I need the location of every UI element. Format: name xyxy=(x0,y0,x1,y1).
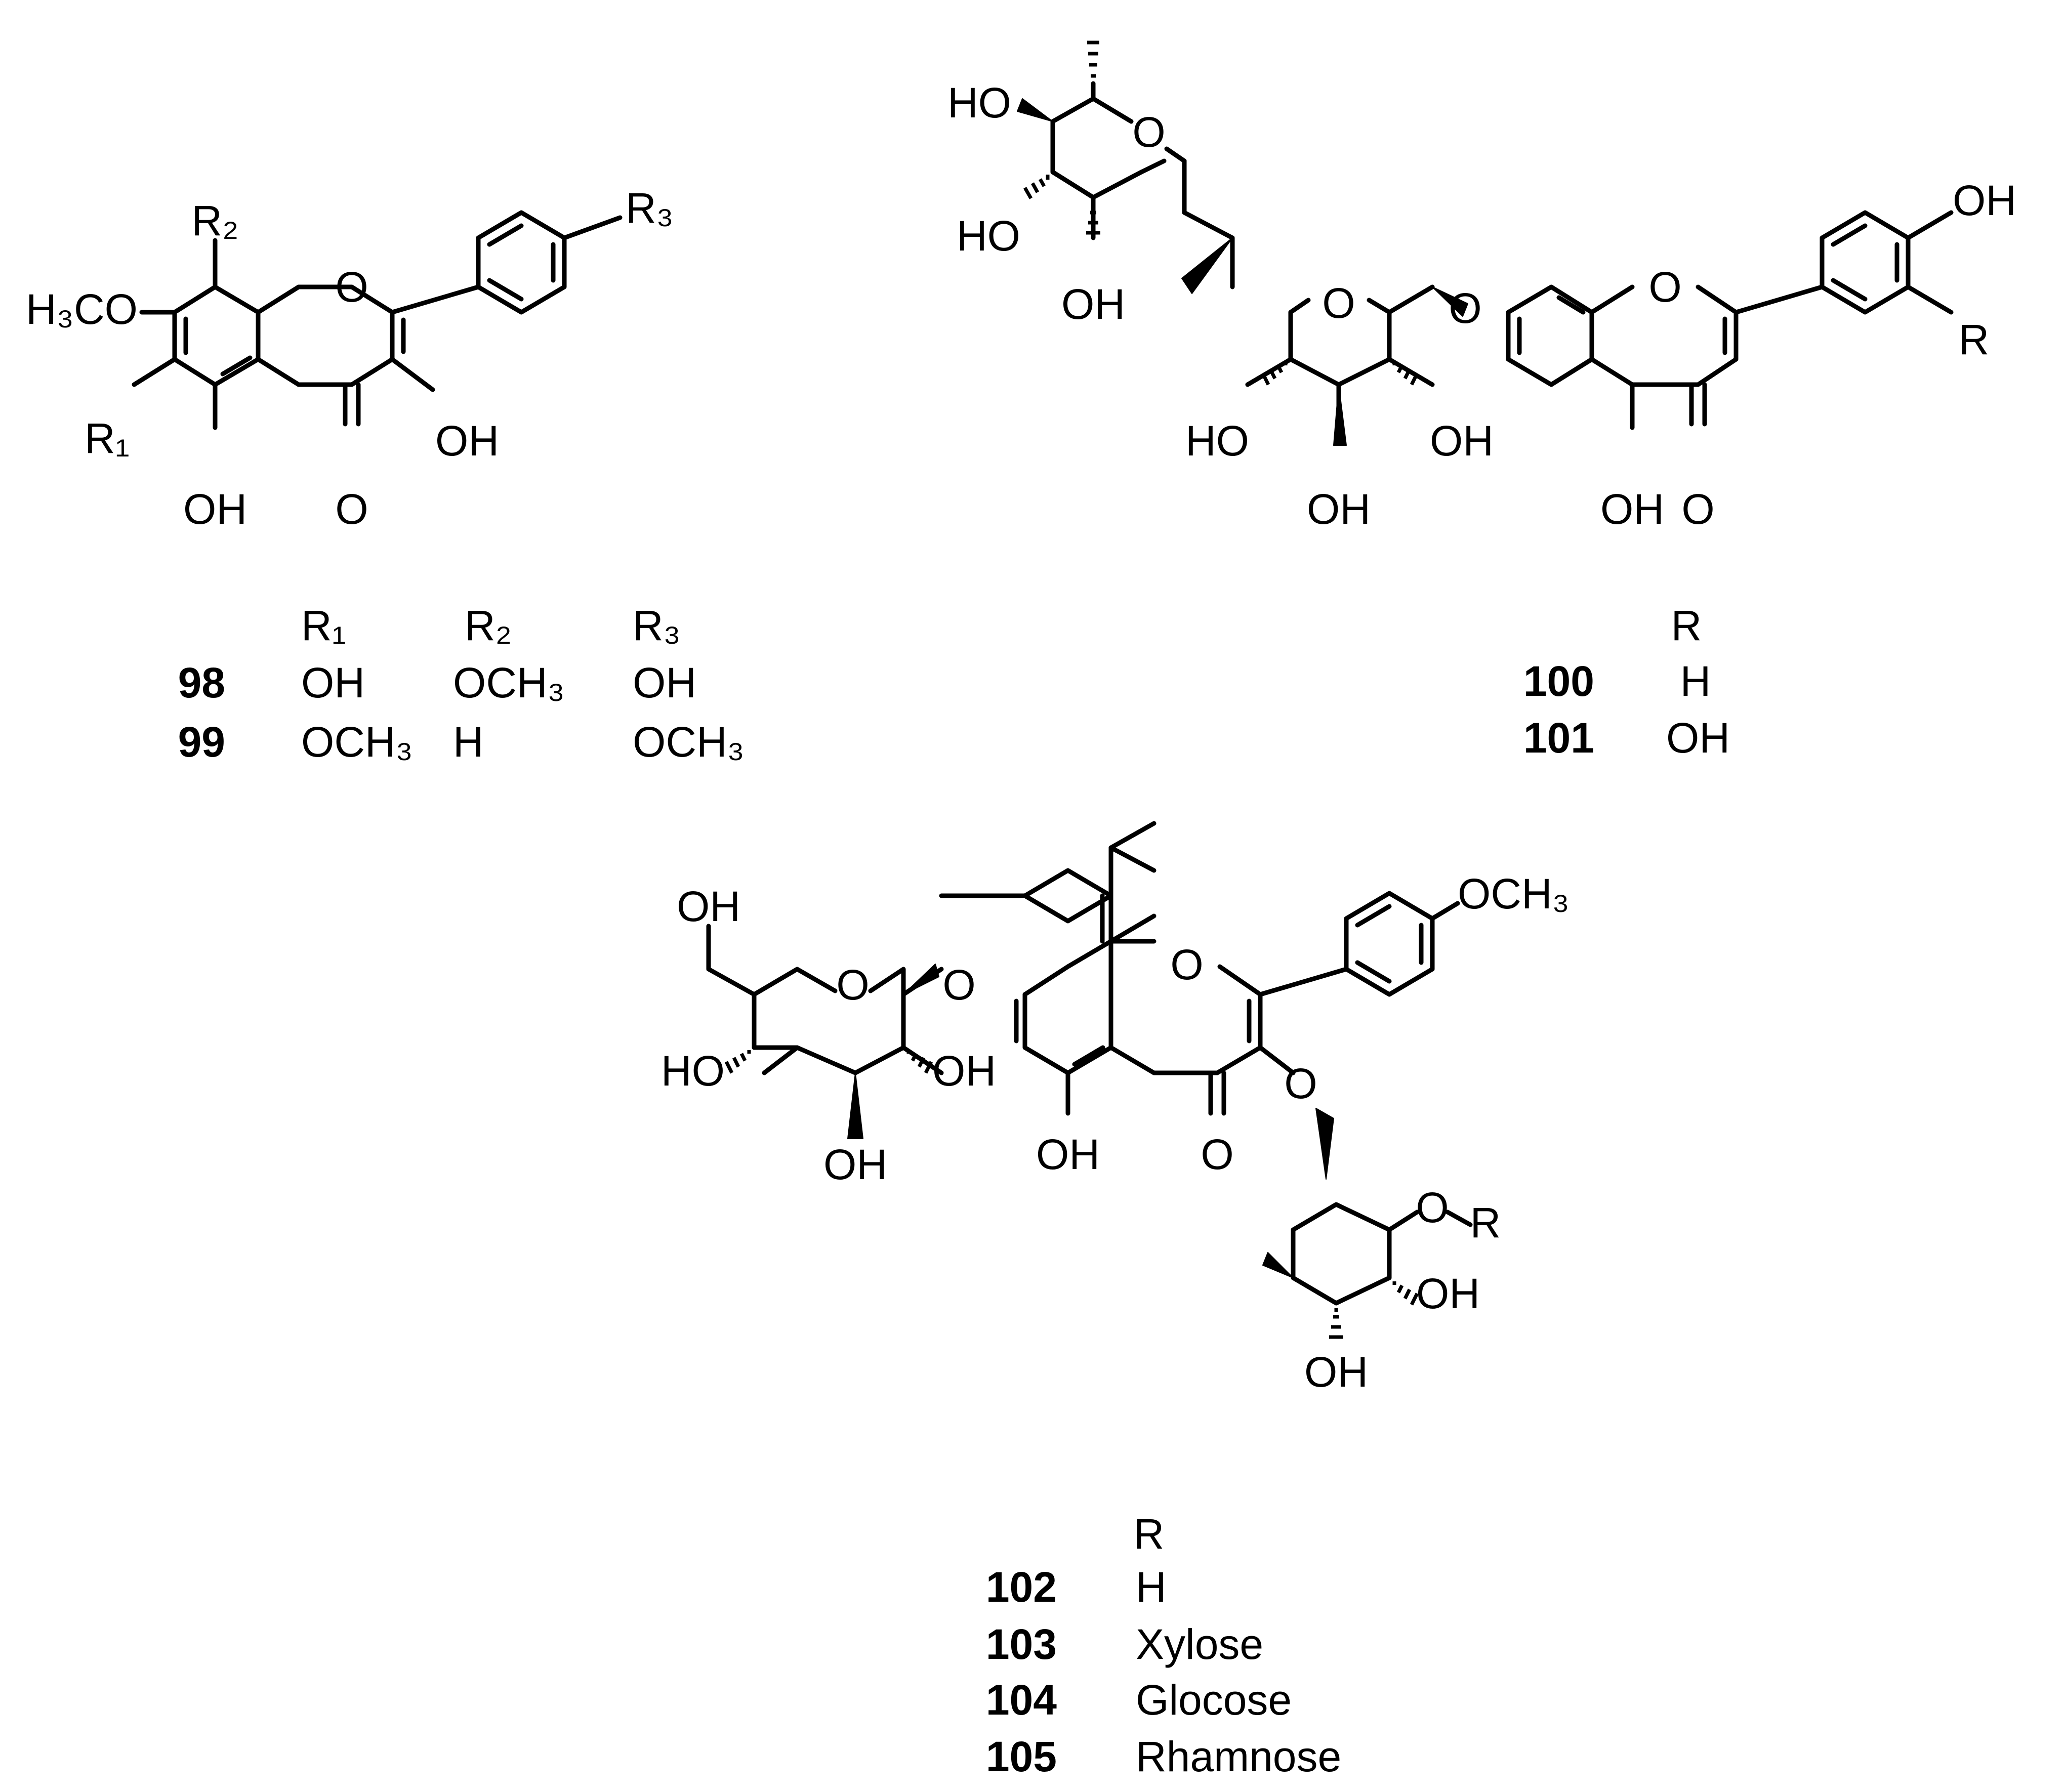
table-cell: Rhamnose xyxy=(1136,1733,1341,1780)
structure-102-105: OCH₃ OH O O O HO OH OH OH O O O R OH OH … xyxy=(661,821,1570,1780)
table-cell: Glocose xyxy=(1136,1676,1292,1724)
atom-label: OH xyxy=(1430,417,1494,465)
table-cell: OCH₃ xyxy=(301,718,413,766)
atom-label: HO xyxy=(1185,417,1249,465)
atom-label: O xyxy=(1648,263,1681,311)
table-header: R xyxy=(1671,602,1702,649)
table-header: R₂ xyxy=(465,602,512,649)
compound-number: 103 xyxy=(986,1620,1057,1668)
compound-number: 98 xyxy=(178,659,225,706)
stereo-bonds-102 xyxy=(724,964,1419,1339)
substituent-table-98-99: R₁ R₂ R₃ 98 OH OCH₃ OH 99 OCH₃ H OCH₃ xyxy=(178,602,745,766)
compound-number: 102 xyxy=(986,1563,1057,1611)
table-cell: Xylose xyxy=(1136,1620,1263,1668)
atom-label: O xyxy=(1284,1060,1317,1107)
atom-label: O xyxy=(1416,1184,1449,1231)
table-cell: OH xyxy=(301,659,365,706)
atom-label: R₂ xyxy=(191,197,238,244)
atom-label: OH xyxy=(932,1047,996,1095)
structure-98-99: R₂ O R₃ H₃CO OH R₁ OH O R₁ R₂ R₃ 98 OH O… xyxy=(26,184,745,766)
table-header: R₁ xyxy=(301,602,346,649)
atom-label: R₃ xyxy=(626,184,674,232)
stereo-bonds-100 xyxy=(1017,40,1468,446)
atom-label: R xyxy=(1959,316,1990,363)
atom-label: OH xyxy=(1953,177,2016,224)
atom-label: H₃CO xyxy=(26,285,138,333)
table-header: R₃ xyxy=(633,602,681,649)
atom-label: OH xyxy=(1307,485,1371,533)
atom-label: OH xyxy=(1061,280,1125,328)
compound-number: 101 xyxy=(1523,714,1594,762)
atom-label: OH xyxy=(1036,1131,1100,1178)
bonds-98 xyxy=(132,210,623,430)
table-cell: OH xyxy=(1666,714,1730,762)
atom-label: HO xyxy=(957,212,1020,260)
atom-label: O xyxy=(1322,279,1355,327)
table-cell: OCH₃ xyxy=(453,659,565,706)
table-cell: OH xyxy=(633,659,696,706)
compound-number: 99 xyxy=(178,718,225,766)
atom-label: O xyxy=(335,263,368,311)
atom-label: O xyxy=(836,961,869,1009)
bonds-102 xyxy=(706,821,1473,1306)
atom-label: OCH₃ xyxy=(1458,870,1570,918)
bonds-100 xyxy=(1050,81,1954,430)
atom-label: OH xyxy=(1416,1270,1480,1317)
table-cell: H xyxy=(453,718,484,766)
table-cell: H xyxy=(1680,657,1711,705)
atom-label: OH xyxy=(1600,485,1664,533)
atom-label: O xyxy=(942,961,975,1009)
atom-label: OH xyxy=(435,417,499,465)
compound-number: 100 xyxy=(1523,657,1594,705)
atom-label: O xyxy=(335,485,368,533)
atom-label: O xyxy=(1681,485,1714,533)
atom-label: HO xyxy=(661,1047,725,1095)
atom-label: R₁ xyxy=(85,414,130,462)
substituent-table-102-105: R 102 H 103 Xylose 104 Glocose 105 Rhamn… xyxy=(986,1510,1341,1780)
table-cell: OCH₃ xyxy=(633,718,745,766)
atom-label: O xyxy=(1170,941,1203,988)
atom-label: OH xyxy=(183,485,247,533)
atom-labels-102: OCH₃ OH O O O HO OH OH OH O O O R OH OH xyxy=(661,870,1570,1396)
table-cell: H xyxy=(1136,1563,1167,1611)
atom-label: OH xyxy=(1304,1348,1368,1396)
atom-label: O xyxy=(1449,284,1481,332)
atom-label: OH xyxy=(677,883,740,930)
atom-label: OH xyxy=(823,1141,887,1188)
structure-100-101: HO O HO OH O O O OH R HO OH OH OH O R 10… xyxy=(947,40,2016,762)
compound-number: 104 xyxy=(986,1676,1057,1724)
atom-label: O xyxy=(1132,108,1165,156)
atom-label: HO xyxy=(947,79,1011,127)
atom-label: R xyxy=(1470,1199,1501,1246)
table-header: R xyxy=(1134,1510,1165,1558)
substituent-table-100-101: R 100 H 101 OH xyxy=(1523,602,1730,762)
atom-labels-98: R₂ O R₃ H₃CO OH R₁ OH O xyxy=(26,184,674,533)
atom-labels-100: HO O HO OH O O O OH R HO OH OH OH O xyxy=(947,79,2016,533)
atom-label: O xyxy=(1201,1131,1233,1178)
compound-number: 105 xyxy=(986,1733,1057,1780)
